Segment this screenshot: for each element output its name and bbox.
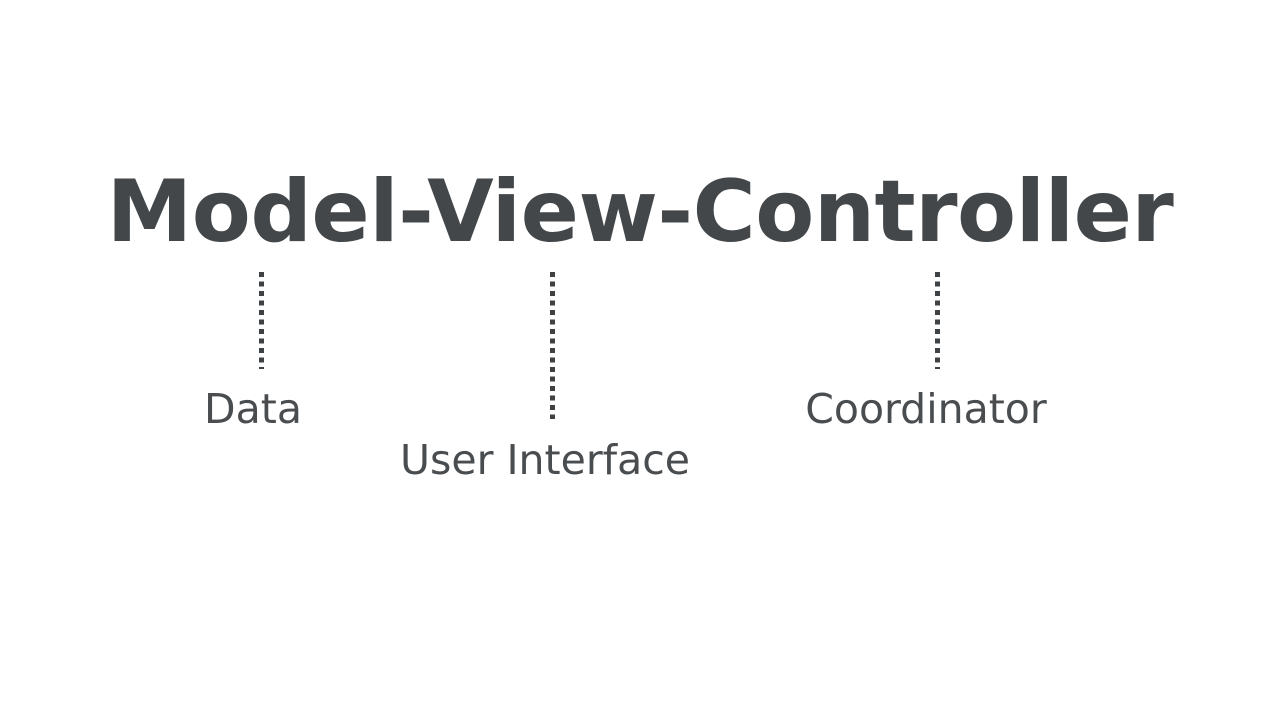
label-controller-coordinator: Coordinator xyxy=(805,385,1047,433)
connector-line-view xyxy=(550,272,555,419)
page-title: Model-View-Controller xyxy=(106,162,1174,262)
connector-line-model xyxy=(259,272,264,369)
label-view-user-interface: User Interface xyxy=(399,436,691,484)
label-model-data: Data xyxy=(204,385,302,433)
connector-line-controller xyxy=(935,272,940,369)
